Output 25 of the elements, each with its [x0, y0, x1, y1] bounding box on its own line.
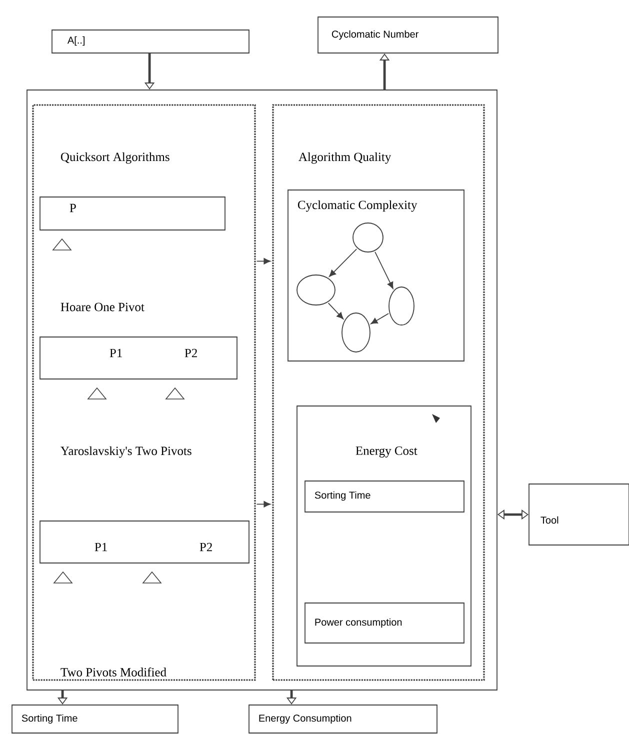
array-box: P1 P2 — [40, 520, 250, 564]
arrow — [328, 302, 344, 320]
graph-node — [388, 286, 414, 326]
arrow — [256, 258, 271, 264]
text-box: Cyclomatic Number — [318, 16, 498, 54]
array-box: P — [40, 196, 226, 230]
text-box: Energy Consumption — [248, 704, 438, 734]
graph-node — [296, 274, 336, 306]
arrow — [370, 313, 389, 324]
panel-box: Cyclomatic Complexity — [288, 190, 464, 362]
graph-node — [352, 222, 384, 252]
text-box: Tool — [528, 484, 629, 546]
caption-text: Two Pivots Modified — [60, 668, 166, 676]
text-box: A[..] — [52, 30, 250, 54]
caption-text: Yaroslavskiy's Two Pivots — [60, 446, 192, 458]
array-box: P1 P2 — [40, 336, 238, 380]
arrow — [256, 501, 271, 508]
text-box: Sorting Time — [304, 480, 464, 512]
arrow — [329, 248, 358, 277]
caption-text: Hoare One Pivot — [60, 302, 144, 312]
text-box: Power consumption — [304, 602, 464, 644]
text-box: Sorting Time — [12, 704, 178, 734]
outer-frame — [26, 90, 498, 690]
graph-node — [342, 312, 370, 352]
arrow — [374, 251, 394, 289]
